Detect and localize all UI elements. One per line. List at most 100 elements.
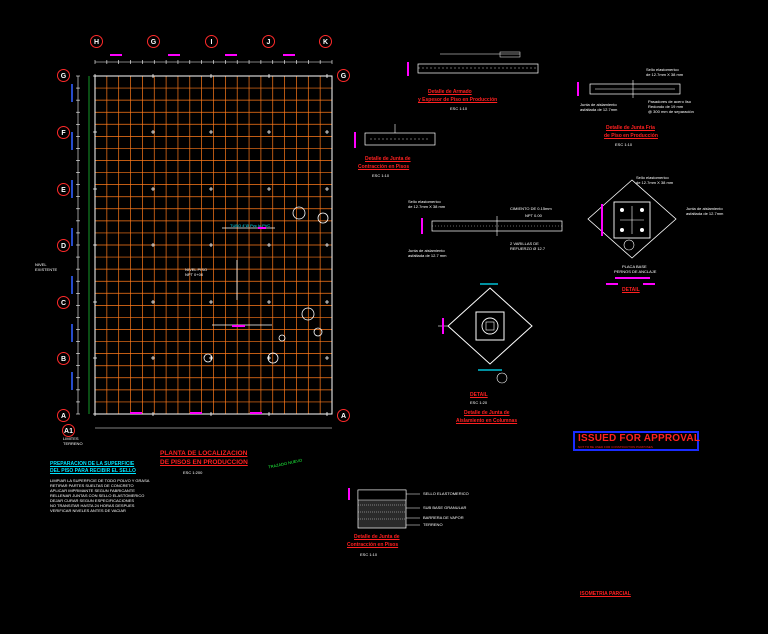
plan-bottom-left-label: LIMITES [63, 436, 79, 441]
column-marker [151, 356, 155, 360]
contraccion-bottom-label: TERRENO [423, 522, 443, 527]
section-mid-label: asfaltada de 12.7 mm [408, 253, 447, 258]
placa-base-label: Sello elastomerico [636, 175, 669, 180]
detail-callout-circle [301, 307, 315, 321]
section-mid-label: NPT 0.00 [525, 213, 542, 218]
column-marker [209, 187, 213, 191]
placa-base-caption: PERNOS DE ANCLAJE [614, 269, 657, 274]
grid-bubble-col: I [205, 35, 218, 48]
detail-contraccion-top-title: Contracción en Pisos [358, 164, 410, 170]
column-marker [209, 130, 213, 134]
section-mid-label: Sello elastomerico [408, 199, 441, 204]
notes-line: RETIRAR PARTES SUELTAS DE CONCRETO [50, 483, 134, 488]
detail-junta-fria-scale: ESC 1:10 [615, 142, 633, 147]
junta-fria-label: @ 300 mm de separación [648, 109, 694, 114]
grid-bubble-corner: A1 [62, 424, 75, 437]
detail-callout-circle [267, 352, 279, 364]
detail-callout-circle [317, 212, 329, 224]
grid-bubble-col: K [319, 35, 332, 48]
grid-bubble-row: C [57, 296, 70, 309]
detail-armado-title: Detalle de Armado [428, 89, 472, 95]
column-marker [209, 243, 213, 247]
contraccion-bottom-label: SUB BASE GRANULAR [423, 505, 467, 510]
column-marker [151, 300, 155, 304]
section-mid-label: de 12.7mm X 38 mm [408, 204, 446, 209]
placa-base-detail-label: DETAIL [622, 287, 640, 293]
plan-scale: ESC 1:200 [183, 470, 203, 475]
grid-bubble-row: E [57, 183, 70, 196]
placa-base-label: Junta de aislamiento [686, 206, 723, 211]
column-marker [325, 243, 329, 247]
plan-left-label: NIVEL [35, 262, 47, 267]
detail-contraccion-bottom-section [348, 488, 420, 529]
notes-line: APLICAR IMPRIMANTE SEGUN FABRICANTE [50, 488, 135, 493]
plan-inner-label: NIVEL PISO [185, 267, 208, 272]
detail-callout-circle [313, 327, 323, 337]
grid-bubble-col: G [147, 35, 160, 48]
junta-fria-label: Pasadores de acero liso [648, 99, 691, 104]
junta-fria-label: Sello elastomerico [646, 67, 679, 72]
detail-contraccion-bottom-title: Detalle de Junta de [354, 534, 400, 540]
notes-heading: DEL PISO PARA RECIBIR EL SELLO [50, 468, 136, 474]
plan-left-label: EXISTENTE [35, 267, 58, 272]
notes-line: RELLENAR JUNTAS CON SELLO ELASTOMERICO [50, 493, 145, 498]
column-marker [209, 300, 213, 304]
column-marker [325, 356, 329, 360]
plan-bottom-left-label: TERRENO [63, 441, 83, 446]
grid-bubble-row: G [57, 69, 70, 82]
notes-heading: PREPARACION DE LA SUPERFICIE [50, 461, 135, 467]
plan-inner-label: NPT 0+00 [185, 272, 204, 277]
junta-fria-label: Redondo de 19 mm [648, 104, 684, 109]
placa-base-label: de 12.7mm X 38 mm [636, 180, 674, 185]
detail-junta-fria-title: Detalle de Junta Fria [606, 125, 655, 131]
placa-base-caption: PLACA BASE [622, 264, 647, 269]
detail-armado-title: y Espesor de Piso en Producción [418, 97, 498, 103]
detail-armado-section [407, 51, 539, 76]
column-marker [325, 187, 329, 191]
approval-stamp-box [573, 431, 699, 451]
section-mid-label: 2 VARILLAS DE [510, 241, 539, 246]
detail-junta-fria-title: de Piso en Producción [604, 133, 658, 139]
dimension-ticks [110, 54, 655, 414]
junta-fria-label: asfaltada de 12.7mm [580, 107, 618, 112]
junta-fria-label: Junta de aislamiento [580, 102, 617, 107]
column-marker [151, 187, 155, 191]
contraccion-bottom-label: SELLO ELASTOMERICO [423, 491, 469, 496]
column-marker [267, 187, 271, 191]
detail-armado-scale: ESC 1:10 [450, 106, 468, 111]
grid-bubble-row: B [57, 352, 70, 365]
detail-contraccion-top-scale: ESC 1:10 [372, 173, 390, 178]
detail-contraccion-bottom-scale: ESC 1:10 [360, 552, 378, 557]
column-marker [151, 130, 155, 134]
detail-callout-circle [292, 206, 306, 220]
detail-contraccion-top-section [354, 124, 436, 148]
approval-stamp-subtext: NOT TO BE USED FOR CONSTRUCTION PURPOSES [578, 445, 653, 449]
notes-line: DEJAR CURAR SEGUN ESPECIFICACIONES [50, 498, 135, 503]
aislamiento-detail-label: DETAIL [470, 392, 488, 398]
section-mid-label: Junta de aislamiento [408, 248, 445, 253]
floor-plan-marks [71, 60, 333, 416]
floor-plan-grid [95, 76, 332, 414]
detail-callout-circle [278, 334, 286, 342]
contraccion-bottom-label: BARRERA DE VAPOR [423, 515, 464, 520]
notes-line: VERIFICAR NIVELES ANTES DE VACIAR [50, 508, 126, 513]
plan-title: PLANTA DE LOCALIZACION [160, 450, 248, 457]
column-marker [267, 300, 271, 304]
grid-bubble-row: D [57, 239, 70, 252]
notes-line: LIMPIAR LA SUPERFICIE DE TODO POLVO Y GR… [50, 478, 150, 483]
junta-fria-label: de 12.7mm X 38 mm [646, 72, 684, 77]
column-marker [151, 243, 155, 247]
grid-bubble-col: H [90, 35, 103, 48]
section-mid-label: REFUERZO Ø 12.7 [510, 246, 546, 251]
aislamiento-scale: ESC 1:20 [470, 400, 488, 405]
detail-aislamiento-title: Aislamiento en Columnas [456, 418, 518, 424]
detail-aislamiento-title: Detalle de Junta de [464, 410, 510, 416]
plan-pipe-note: TUBO 4"Ø Pvc Ic.PVC [230, 223, 271, 228]
plan-title: DE PISOS EN PRODUCCION [160, 459, 248, 466]
column-marker [325, 300, 329, 304]
detail-mid-section [421, 216, 563, 236]
detail-aislamiento-columna [438, 283, 533, 384]
column-marker [267, 130, 271, 134]
footer-label: ISOMETRIA PARCIAL [580, 591, 631, 597]
